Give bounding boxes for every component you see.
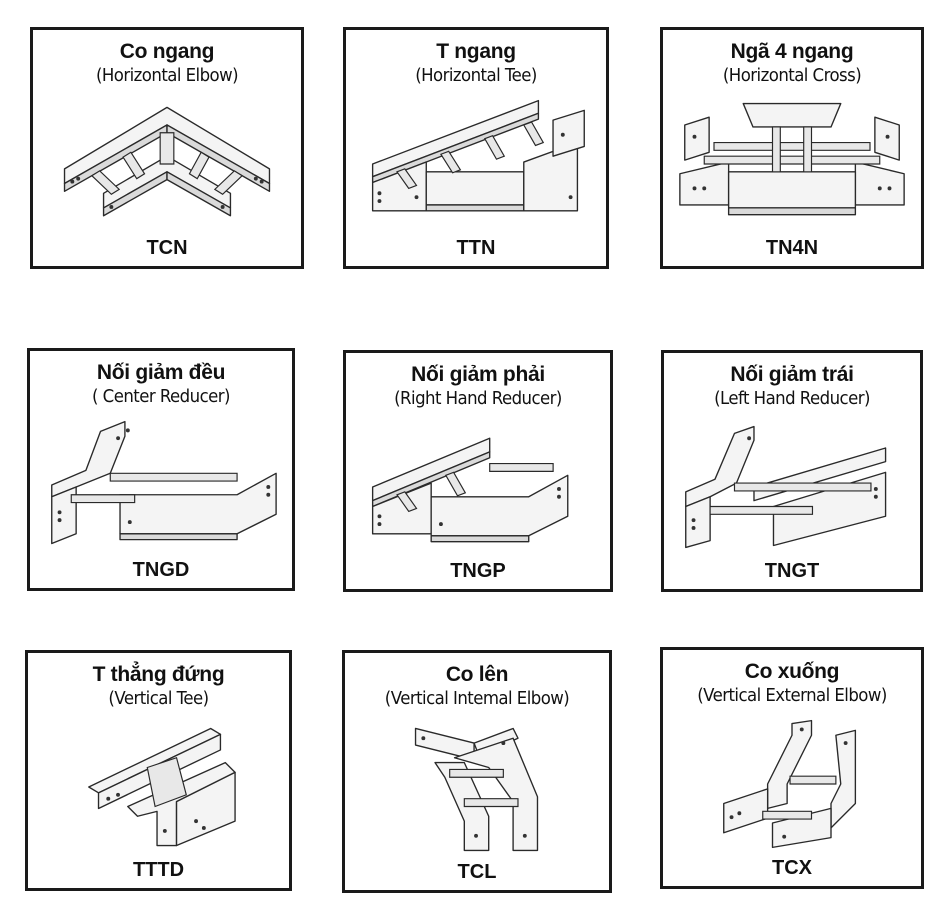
card-vertical-external-elbow: Co xuống (Vertical External Elbow) TCX xyxy=(660,647,924,889)
card-title: Co xuống xyxy=(744,660,840,683)
card-code: TN4N xyxy=(765,237,819,259)
vertical-tee-icon xyxy=(88,727,236,847)
card-title: T ngang xyxy=(436,40,516,63)
card-code: TTTD xyxy=(132,859,185,881)
card-subtitle: (Horizontal Elbow) xyxy=(95,65,239,86)
center-reducer-icon xyxy=(51,420,277,545)
card-title: Co lên xyxy=(445,663,509,686)
card-subtitle: (Horizontal Cross) xyxy=(722,65,862,86)
card-horizontal-cross: Ngã 4 ngang (Horizontal Cross) TN4N xyxy=(660,27,924,269)
horizontal-elbow-icon xyxy=(63,106,271,217)
right-hand-reducer-icon xyxy=(371,437,569,543)
card-subtitle: (Vertical External Elbow) xyxy=(697,685,887,706)
card-left-hand-reducer: Nối giảm trái (Left Hand Reducer) TNGT xyxy=(661,350,923,592)
horizontal-tee-icon xyxy=(371,99,585,212)
card-center-reducer: Nối giảm đều ( Center Reducer) TNGD xyxy=(27,348,295,591)
card-title: Nối giảm phải xyxy=(411,363,545,386)
card-title: Co ngang xyxy=(119,40,215,63)
card-title: Ngã 4 ngang xyxy=(730,40,854,63)
card-code: TCN xyxy=(146,237,188,259)
card-code: TCX xyxy=(772,857,812,879)
card-code: TNGT xyxy=(764,560,820,582)
card-code: TTN xyxy=(456,237,496,259)
card-title: Nối giảm trái xyxy=(730,363,854,386)
card-subtitle: (Vertical Intemal Elbow) xyxy=(384,688,570,709)
card-title: T thẳng đứng xyxy=(92,663,225,686)
card-vertical-internal-elbow: Co lên (Vertical Intemal Elbow) TCL xyxy=(342,650,612,893)
card-code: TNGP xyxy=(450,560,506,582)
card-right-hand-reducer: Nối giảm phải (Right Hand Reducer) TNGP xyxy=(343,350,613,592)
card-vertical-tee: T thẳng đứng (Vertical Tee) TTTD xyxy=(25,650,292,891)
card-code: TCL xyxy=(457,861,497,883)
card-horizontal-tee: T ngang (Horizontal Tee) TTN xyxy=(343,27,609,269)
horizontal-cross-icon xyxy=(679,102,905,216)
left-hand-reducer-icon xyxy=(685,425,887,549)
card-subtitle: (Vertical Tee) xyxy=(108,688,209,709)
vertical-external-elbow-icon xyxy=(723,719,857,849)
card-subtitle: (Left Hand Reducer) xyxy=(714,388,870,409)
vertical-internal-elbow-icon xyxy=(414,727,539,852)
card-subtitle: ( Center Reducer) xyxy=(92,386,230,407)
card-horizontal-elbow: Co ngang (Horizontal Elbow) TCN xyxy=(30,27,304,269)
card-subtitle: (Horizontal Tee) xyxy=(415,65,537,86)
card-code: TNGD xyxy=(132,559,190,581)
card-title: Nối giảm đều xyxy=(96,361,226,384)
card-subtitle: (Right Hand Reducer) xyxy=(394,388,562,409)
